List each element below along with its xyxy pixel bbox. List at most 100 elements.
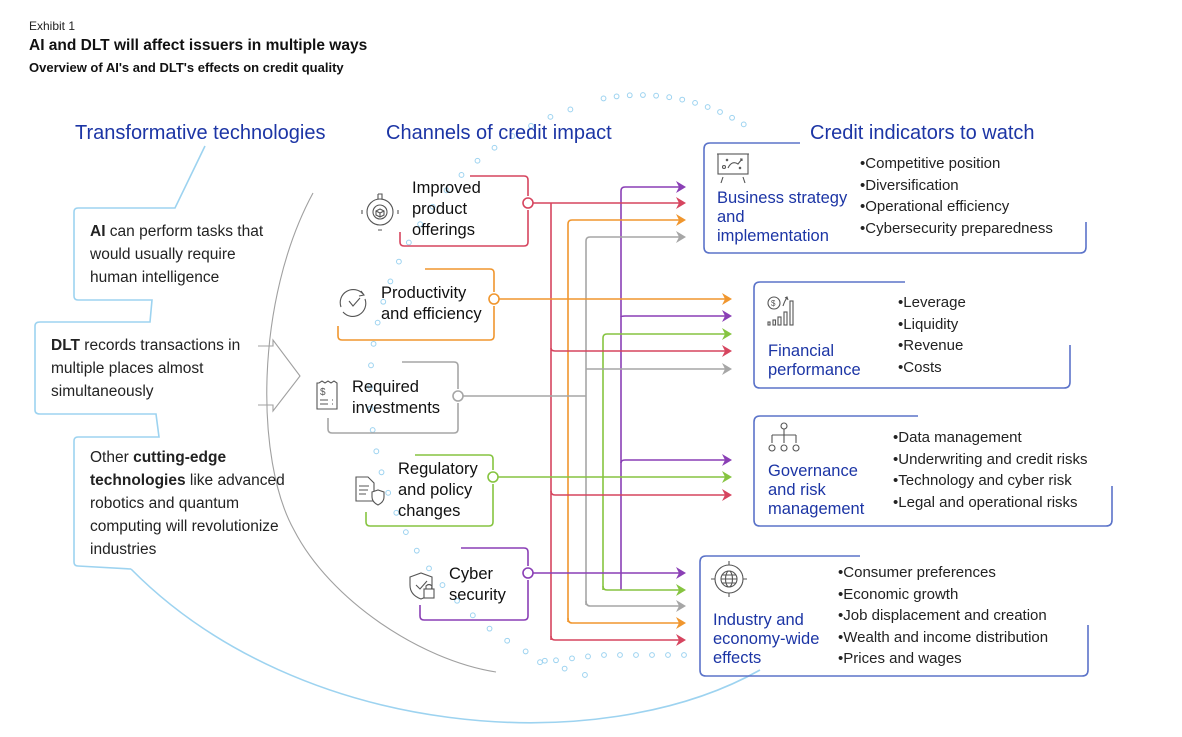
- list-item: Job displacement and creation: [838, 605, 1048, 627]
- tech-dlt-text: records transactions in multiple places …: [51, 337, 241, 400]
- channel-box-2: [327, 361, 459, 434]
- connector-product-governance: [550, 490, 728, 496]
- dot: [504, 637, 511, 644]
- tech-other-prefix: Other: [90, 449, 134, 466]
- indicator-title-industry: Industry and economy-wide effects: [713, 611, 820, 667]
- list-item: Liquidity: [898, 314, 966, 336]
- indicator-title-business: Business strategy and implementation: [717, 189, 848, 245]
- connector-investments-industry: [585, 600, 682, 607]
- svg-text:$: $: [771, 299, 776, 308]
- channel-node-3: [487, 471, 499, 483]
- arrow-head: [722, 345, 732, 357]
- tech-item-other: Other cutting-edge technologies like adv…: [90, 446, 295, 561]
- dot: [692, 99, 698, 106]
- page-title: AI and DLT will affect issuers in multip…: [29, 37, 368, 54]
- dot: [626, 92, 633, 99]
- connector-investments-business: [585, 236, 682, 605]
- arrow-head: [722, 454, 732, 466]
- list-item: Economic growth: [838, 584, 1048, 606]
- list-item: Operational efficiency: [860, 196, 1053, 218]
- dot: [613, 93, 620, 100]
- arrow-head: [722, 489, 732, 501]
- strategy-board-icon: [717, 153, 749, 184]
- list-item: Legal and operational risks: [893, 492, 1088, 514]
- dot: [617, 652, 623, 658]
- arrow-head: [722, 328, 732, 340]
- list-item: Underwriting and credit risks: [893, 449, 1087, 471]
- financial-growth-icon: $: [767, 296, 794, 326]
- list-item: Competitive position: [860, 153, 1053, 175]
- channel-node-1: [488, 293, 500, 305]
- dot: [537, 659, 543, 666]
- shield-lock-icon: [409, 572, 435, 600]
- channel-node-4: [522, 567, 534, 579]
- channel-label-productivity: Productivity and efficiency: [381, 284, 482, 323]
- dot: [378, 469, 385, 476]
- dot: [665, 652, 671, 658]
- dot: [474, 157, 481, 164]
- dot: [649, 652, 655, 658]
- dot: [405, 239, 412, 246]
- clock-cycle-icon: [339, 289, 367, 317]
- dot: [367, 405, 374, 412]
- org-chart-icon: [768, 422, 800, 452]
- arrow-head: [676, 214, 686, 226]
- tech-bracket: [34, 145, 206, 570]
- receipt-icon: $: [316, 380, 338, 410]
- heading-indicators: Credit indicators to watch: [810, 122, 1035, 144]
- dotted-circle: [367, 92, 747, 678]
- tech-item-dlt: DLT records transactions in multiple pla…: [51, 334, 251, 403]
- dot: [541, 657, 548, 664]
- dot: [585, 653, 591, 660]
- list-item: Wealth and income distribution: [838, 627, 1048, 649]
- dot: [509, 133, 516, 139]
- indicator-boxes: [699, 142, 1113, 677]
- dot: [396, 258, 402, 265]
- dot: [601, 652, 607, 658]
- dot: [582, 672, 588, 678]
- dot: [547, 113, 554, 120]
- big-arrow: [258, 338, 301, 413]
- dot: [729, 114, 735, 121]
- channel-boxes: [327, 175, 534, 621]
- outer-arc: [130, 568, 761, 724]
- dot: [417, 221, 424, 228]
- tech-ai-text: can perform tasks that would usually req…: [90, 223, 264, 286]
- page-subtitle: Overview of AI's and DLT's effects on cr…: [29, 60, 344, 75]
- arrow-head: [676, 617, 686, 629]
- indicator-box-1: [753, 281, 1071, 389]
- indicator-list-governance: Data management Underwriting and credit …: [893, 427, 1088, 514]
- connector-productivity-industry: [567, 617, 682, 624]
- connector-productivity-business: [567, 219, 682, 622]
- channel-box-4: [419, 547, 529, 621]
- dot: [387, 278, 394, 285]
- connectors: [463, 181, 732, 646]
- connector-regulatory-financial: [602, 333, 728, 590]
- indicator-list-industry: Consumer preferences Economic growth Job…: [838, 562, 1048, 670]
- tech-other-text: like advanced robotics and quantum compu…: [90, 472, 285, 558]
- dot: [373, 448, 380, 455]
- arrow-head: [722, 363, 732, 375]
- connector-cyber-financial: [620, 315, 728, 318]
- channel-label-investments: Required investments: [352, 378, 441, 417]
- indicator-list-business: Competitive position Diversification Ope…: [860, 153, 1053, 239]
- arrow-head: [676, 197, 686, 209]
- arrow-head: [722, 471, 732, 483]
- dot: [553, 657, 559, 664]
- list-item: Diversification: [860, 175, 1053, 197]
- dot: [402, 529, 409, 536]
- document-shield-icon: [355, 476, 385, 506]
- dot: [704, 104, 711, 110]
- channel-node-2: [452, 390, 464, 402]
- list-item: Costs: [898, 357, 966, 379]
- dot: [443, 187, 450, 194]
- connector-product-financial: [550, 347, 728, 352]
- arrow-head: [676, 634, 686, 646]
- dot: [666, 94, 673, 101]
- list-item: Cybersecurity preparedness: [860, 218, 1053, 240]
- dot: [491, 144, 498, 151]
- connector-regulatory-industry: [602, 585, 682, 591]
- arrow-head: [676, 584, 686, 596]
- dot: [458, 172, 465, 178]
